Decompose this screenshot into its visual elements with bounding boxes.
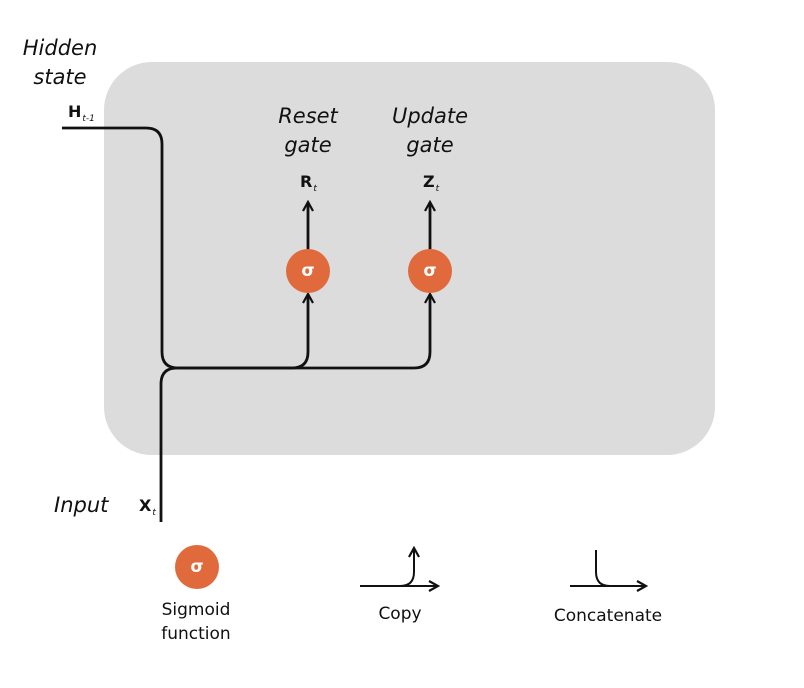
legend-sigmoid-label: Sigmoid function bbox=[161, 600, 231, 644]
gru-cell-box bbox=[104, 62, 715, 455]
copy-legend-symbol bbox=[360, 548, 438, 587]
input-label: Input bbox=[54, 493, 109, 517]
hidden-state-line bbox=[62, 126, 308, 370]
h-prev-main: H bbox=[68, 102, 82, 121]
concatenate-legend-symbol bbox=[570, 550, 646, 587]
reset-sigmoid-node: σ bbox=[286, 249, 330, 293]
x-t-subscript: t bbox=[152, 508, 156, 518]
hidden-state-label: Hidden state bbox=[22, 36, 98, 89]
legend-sigmoid-node: σ bbox=[175, 545, 219, 589]
legend-copy-label: Copy bbox=[378, 604, 422, 624]
reset-gate-label: Reset gate bbox=[278, 104, 338, 157]
update-sigmoid-node: σ bbox=[408, 249, 452, 293]
legend-concatenate-label: Concatenate bbox=[553, 606, 663, 626]
r-t-main: R bbox=[300, 172, 313, 191]
r-t-label: Rt bbox=[300, 172, 317, 194]
z-t-subscript: t bbox=[435, 184, 440, 194]
z-t-label: Zt bbox=[423, 172, 439, 194]
x-t-main: X bbox=[139, 496, 152, 515]
h-prev-subscript: t-1 bbox=[82, 114, 95, 124]
r-t-subscript: t bbox=[313, 184, 317, 194]
h-prev-label: Ht-1 bbox=[68, 102, 95, 124]
update-gate-label: Update gate bbox=[391, 104, 469, 157]
x-t-label: Xt bbox=[139, 496, 156, 518]
z-t-main: Z bbox=[423, 172, 435, 191]
input-line bbox=[159, 294, 430, 522]
